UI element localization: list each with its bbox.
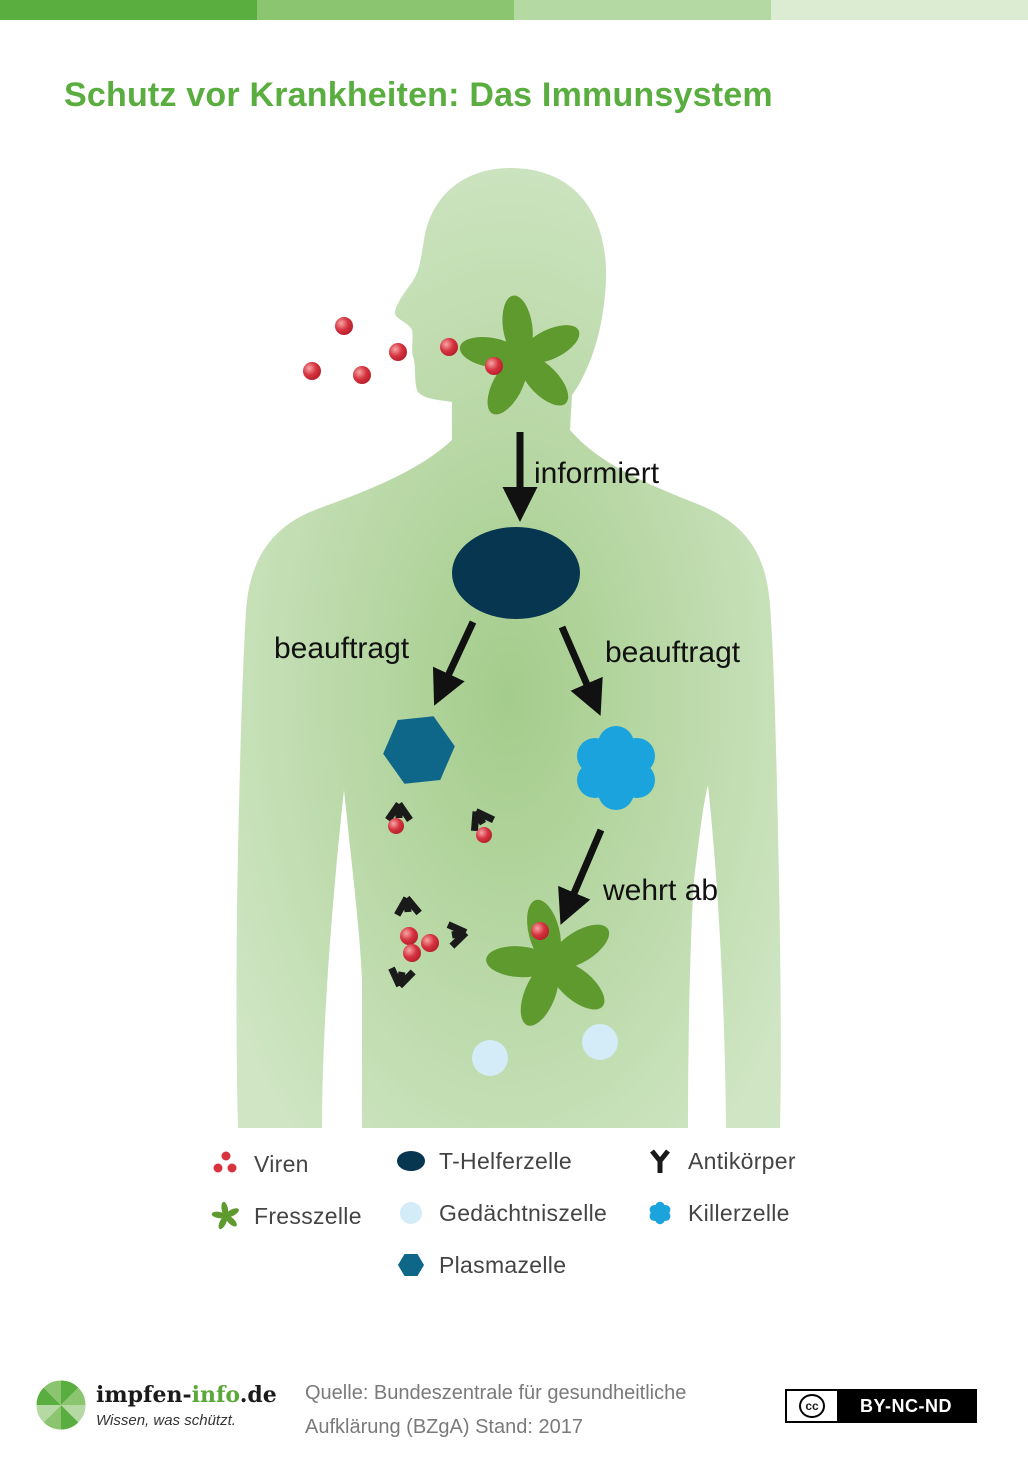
gedaechtniszelle-1 <box>472 1040 508 1076</box>
body-silhouette <box>236 168 781 1128</box>
label-wehrt-ab: wehrt ab <box>602 874 718 907</box>
legend-item-antikoerper: Antikörper <box>644 1143 796 1179</box>
t-helferzelle-icon <box>397 1151 425 1171</box>
top-bar-segment-3 <box>514 0 771 20</box>
brand-tagline: Wissen, was schützt. <box>96 1411 236 1429</box>
legend-label-gedaechtniszelle: Gedächtniszelle <box>439 1199 608 1226</box>
cc-logo-icon: cc <box>787 1391 837 1421</box>
label-beauftragt-right: beauftragt <box>605 636 741 669</box>
legend-item-killerzelle: Killerzelle <box>644 1195 790 1231</box>
virus-at-fresszelle <box>531 922 549 940</box>
antibody-virus-left <box>388 804 410 834</box>
brand-main: impfen- <box>96 1381 192 1408</box>
virus-group-air <box>303 317 458 384</box>
arrow-beauftragt-right <box>558 625 603 716</box>
legend-label-killerzelle: Killerzelle <box>688 1199 790 1226</box>
arrow-wehrt-ab <box>558 828 605 925</box>
umbrella-logo-icon <box>35 1379 87 1431</box>
legend-item-plasmazelle: Plasmazelle <box>395 1247 566 1283</box>
t-helferzelle <box>452 527 580 619</box>
legend-item-t-helferzelle: T-Helferzelle <box>395 1143 572 1179</box>
gedaechtniszelle-icon <box>400 1202 422 1224</box>
legend-item-gedaechtniszelle: Gedächtniszelle <box>395 1195 607 1231</box>
label-informiert: informiert <box>534 457 660 490</box>
fresszelle-icon <box>211 1201 239 1230</box>
legend-item-viren: Viren <box>210 1146 309 1182</box>
virus-icon <box>213 1151 237 1173</box>
cc-license-badge[interactable]: cc BY-NC-ND <box>785 1389 977 1423</box>
page-title: Schutz vor Krankheiten: Das Immunsystem <box>64 76 773 114</box>
killerzelle-icon <box>649 1201 671 1225</box>
legend-label-fresszelle: Fresszelle <box>254 1202 362 1229</box>
top-bar-segment-4 <box>771 0 1028 20</box>
label-beauftragt-left: beauftragt <box>274 632 410 665</box>
immune-system-diagram: informiert beauftragt beauftragt wehrt a… <box>236 168 781 1128</box>
brand-green: info <box>191 1381 240 1408</box>
brand-name: impfen-info.de <box>96 1382 277 1408</box>
legend-label-t-helferzelle: T-Helferzelle <box>439 1147 572 1174</box>
arrow-beauftragt-left <box>432 620 477 706</box>
cc-circle: cc <box>799 1394 825 1418</box>
legend-item-fresszelle: Fresszelle <box>210 1198 362 1234</box>
top-bar-segment-1 <box>0 0 257 20</box>
legend-label-viren: Viren <box>254 1150 309 1177</box>
plasmazelle <box>383 716 455 784</box>
antibody-virus-right <box>466 806 493 843</box>
legend-label-antikoerper: Antikörper <box>688 1147 796 1174</box>
top-bar-segment-2 <box>257 0 514 20</box>
license-text: BY-NC-ND <box>837 1391 975 1421</box>
source-note: Quelle: Bundeszentrale für gesundheitlic… <box>305 1382 687 1438</box>
gedaechtniszelle-2 <box>582 1024 618 1060</box>
top-color-bar <box>0 0 1028 20</box>
antikoerper-icon <box>650 1149 670 1173</box>
impfen-info-logo[interactable]: impfen-info.de Wissen, was schützt. <box>34 1378 277 1432</box>
antibody-cluster <box>389 897 468 988</box>
virus-in-throat <box>485 357 503 375</box>
plasmazelle-icon <box>398 1254 424 1276</box>
brand-tail: .de <box>239 1381 277 1408</box>
legend-label-plasmazelle: Plasmazelle <box>439 1251 567 1278</box>
killerzelle <box>577 726 655 810</box>
